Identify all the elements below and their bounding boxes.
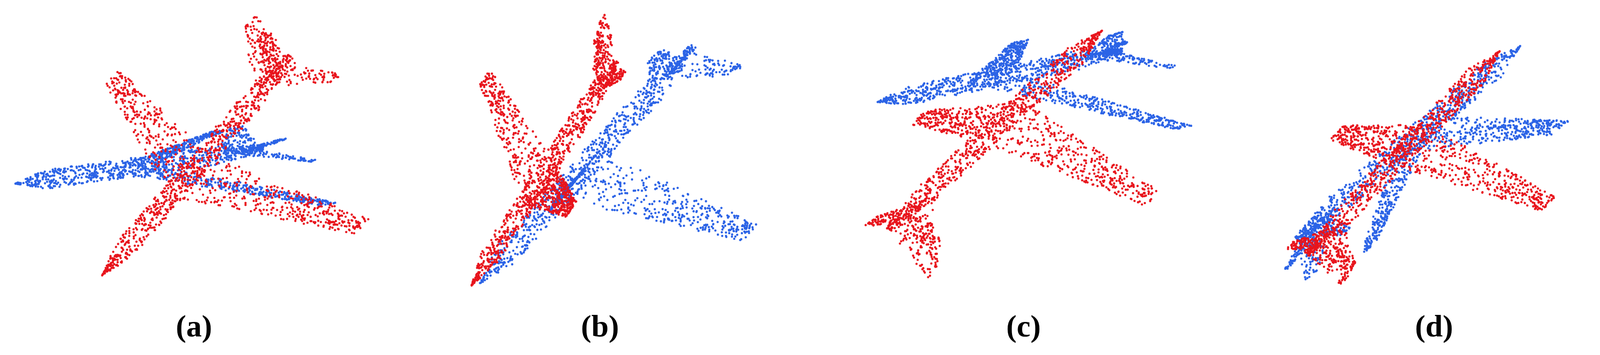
point-cloud [1284, 44, 1569, 281]
panel-label: (c) [1006, 310, 1042, 342]
panel-label: (b) [580, 310, 620, 342]
point-cloud [864, 29, 1158, 279]
point-cloud [470, 14, 627, 287]
panel-label: (d) [1415, 310, 1454, 342]
point-cloud [1286, 50, 1555, 285]
point-cloud [101, 16, 370, 277]
panel-label: (a) [175, 310, 213, 342]
